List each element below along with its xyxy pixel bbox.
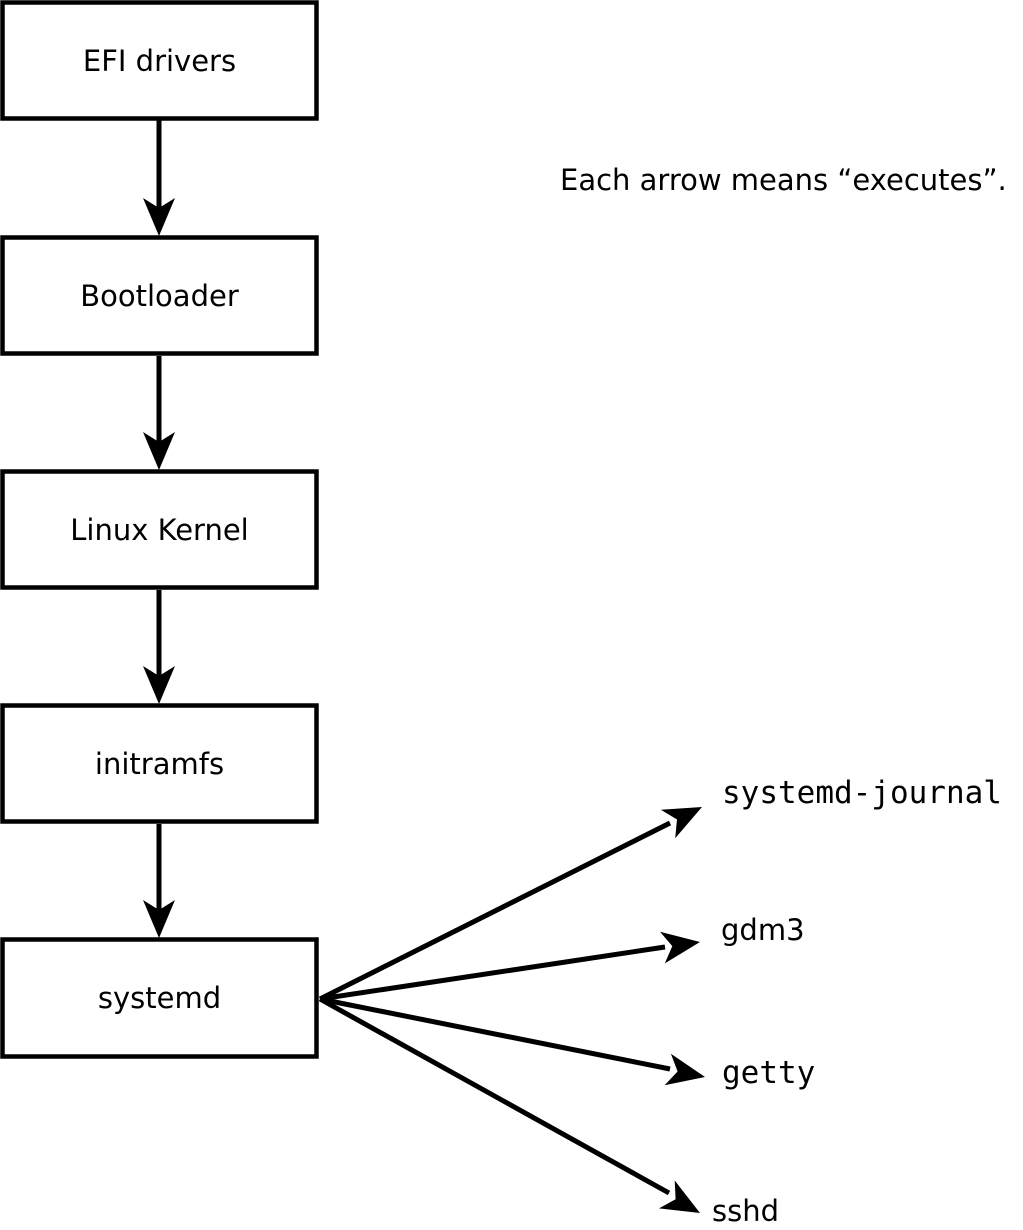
process-label-systemd-journal: systemd-journal (722, 775, 1002, 811)
arrow-systemd-to-sshd (318, 996, 700, 1213)
box-initramfs (0, 703, 319, 824)
arrow-systemd-to-getty (319, 996, 705, 1086)
arrowhead-icon (660, 807, 702, 839)
arrowhead-icon (659, 1180, 700, 1213)
arrowhead-down-icon (143, 666, 175, 704)
arrowhead-down-icon (143, 198, 175, 236)
arrowhead-icon (664, 1053, 705, 1086)
arrowhead-icon (660, 931, 700, 964)
arrowhead-down-icon (143, 432, 175, 470)
box-bootloader (0, 235, 319, 356)
box-systemd-label: systemd (98, 981, 221, 1015)
arrow-efi-to-bootloader (143, 119, 175, 236)
process-label-gdm3: gdm3 (721, 913, 805, 947)
box-efi-drivers (0, 0, 319, 121)
arrow-kernel-to-initramfs (143, 590, 175, 704)
note-text: Each arrow means “executes”. (560, 163, 1007, 197)
arrow-bootloader-to-kernel (143, 356, 175, 470)
arrow-systemd-to-gdm3 (319, 931, 700, 1002)
process-label-sshd: sshd (712, 1194, 779, 1228)
box-bootloader-label: Bootloader (80, 279, 239, 313)
box-linux-kernel-label: Linux Kernel (70, 513, 248, 547)
arrow-systemd-to-journal (318, 807, 702, 1002)
box-systemd (0, 937, 319, 1059)
arrow-initramfs-to-systemd (143, 824, 175, 938)
box-efi-drivers-label: EFI drivers (83, 44, 236, 78)
arrowhead-down-icon (143, 900, 175, 938)
box-initramfs-label: initramfs (95, 747, 224, 781)
box-linux-kernel (0, 469, 319, 590)
process-label-getty: getty (722, 1055, 815, 1091)
